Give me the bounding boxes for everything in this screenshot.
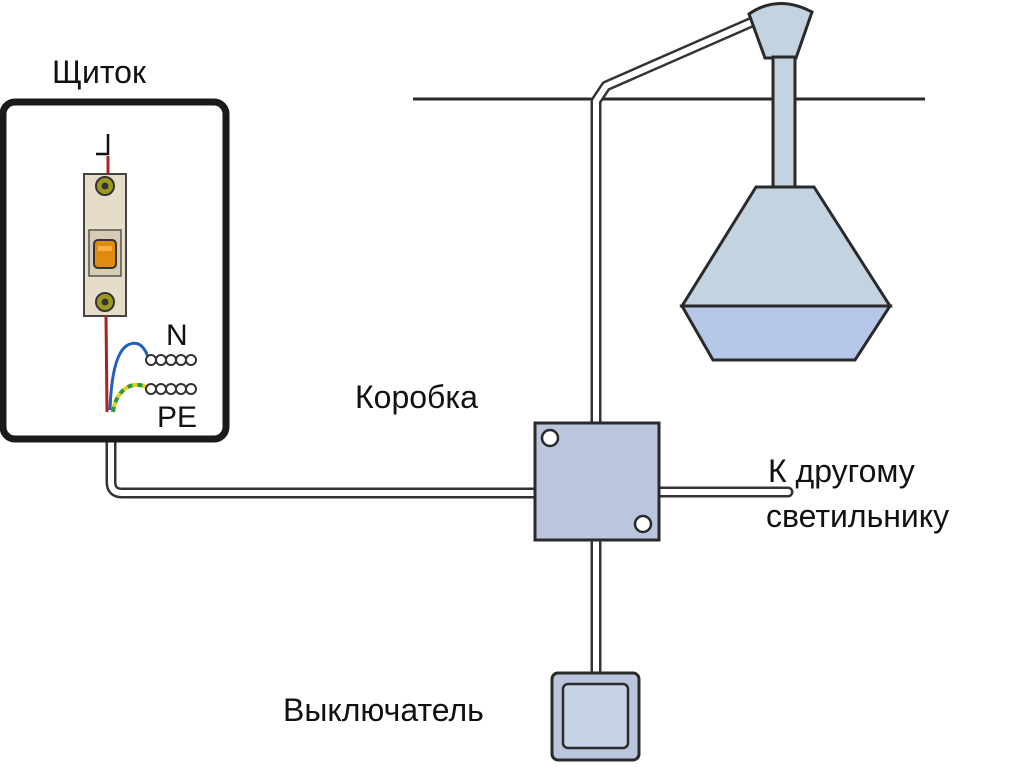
panel-label: Щиток	[52, 54, 147, 90]
conduits	[105, 16, 794, 679]
box-screw-top-left	[540, 428, 560, 448]
lamp-diffuser	[679, 304, 893, 362]
circuit-breaker	[83, 173, 127, 317]
incoming-wire-mark	[96, 134, 110, 156]
ground-bus-bar	[145, 383, 197, 395]
ceiling-lamp	[679, 2, 893, 362]
switch-label: Выключатель	[283, 692, 484, 728]
box-label: Коробка	[355, 379, 478, 415]
other-lamp-label-line2: светильнику	[766, 498, 949, 534]
lamp-shade	[679, 185, 893, 308]
light-switch	[550, 671, 641, 762]
junction-box	[533, 421, 661, 542]
phase-wire	[104, 315, 109, 413]
lamp-cap	[747, 2, 814, 60]
breaker-handle	[93, 239, 117, 269]
switch-key	[561, 682, 630, 750]
box-screw-bottom-right	[633, 514, 653, 534]
other-lamp-label-line1: К другому	[768, 453, 915, 489]
neutral-bus-bar	[145, 354, 197, 366]
lamp-stem	[771, 55, 797, 190]
ground-label: PE	[157, 401, 197, 434]
neutral-wire	[108, 341, 150, 411]
neutral-label: N	[166, 319, 188, 352]
